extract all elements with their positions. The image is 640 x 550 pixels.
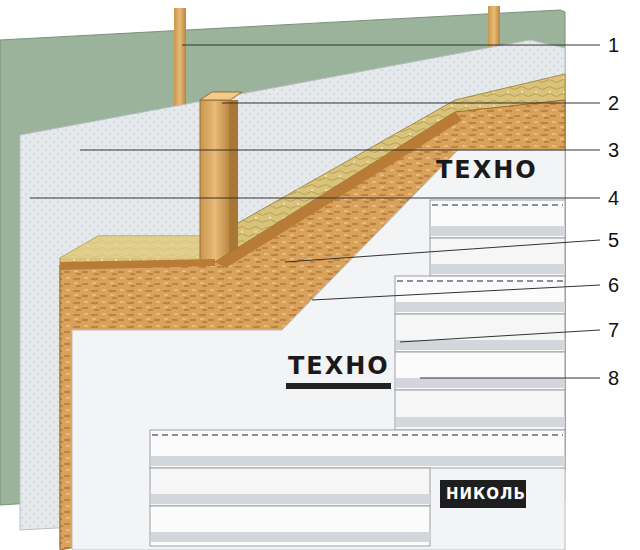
brand-text: НИКОЛЬ [446,487,526,502]
callout-number: 6 [608,275,619,295]
callout-number: 1 [608,35,619,55]
brand-text: ТЕХНО [436,158,538,182]
callout-number: 2 [608,93,619,113]
brand-text: ТЕХНО [288,354,390,378]
callout-number: 8 [608,368,619,388]
callout-number: 3 [608,140,619,160]
callout-number: 4 [608,188,619,208]
callout-number: 7 [608,320,619,340]
callout-number: 5 [608,230,619,250]
